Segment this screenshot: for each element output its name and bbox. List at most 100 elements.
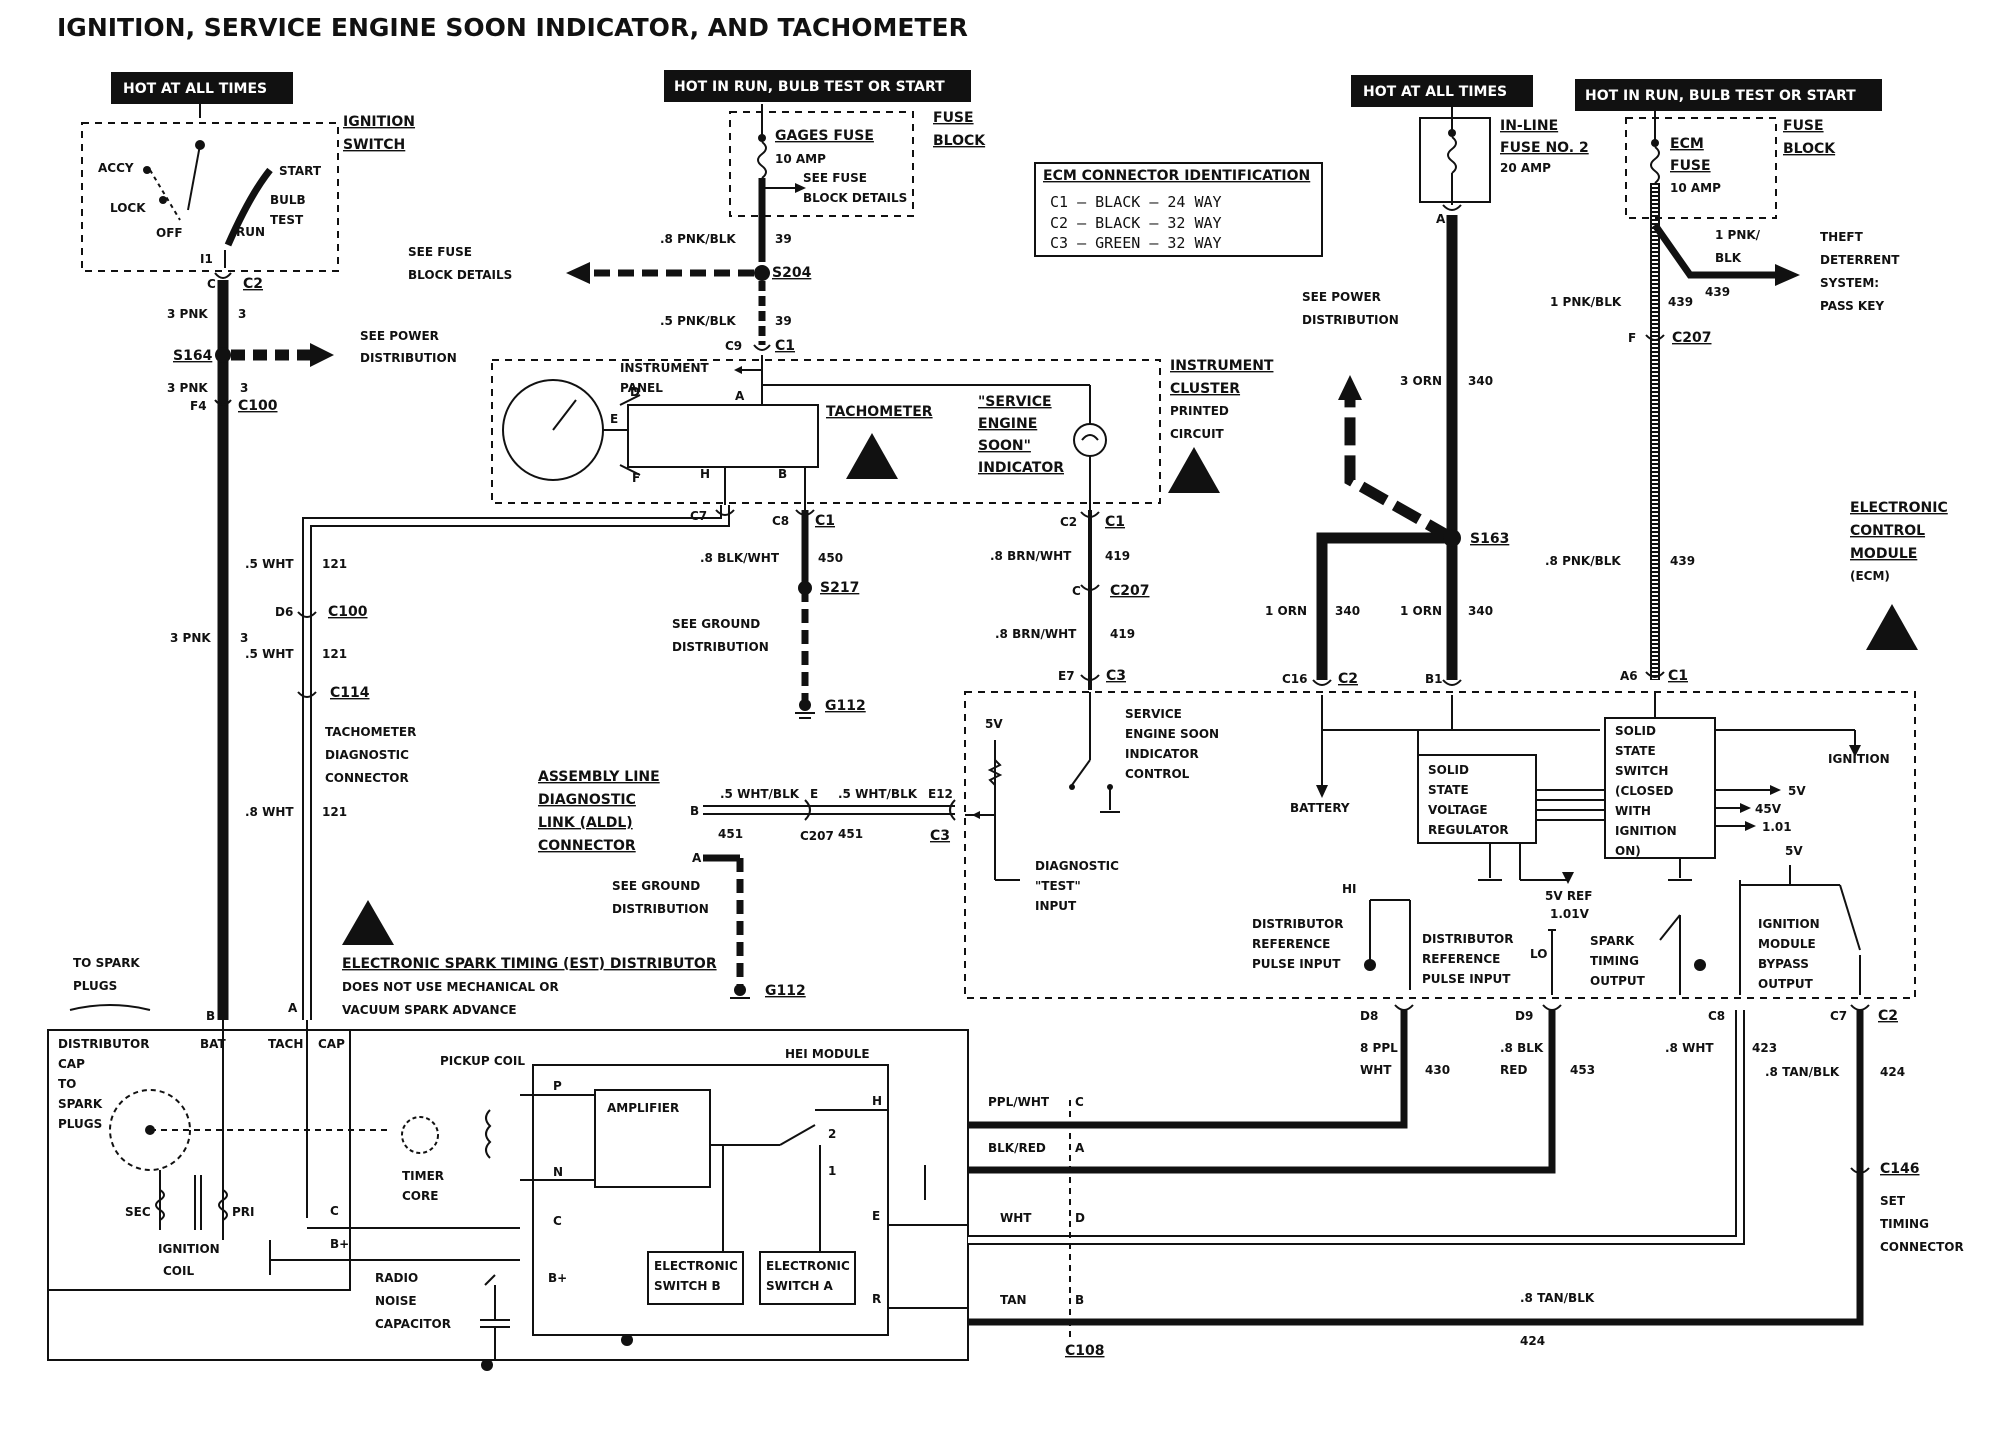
svg-text:LOCK: LOCK <box>110 201 146 215</box>
svg-text:.8 WHT: .8 WHT <box>245 805 294 819</box>
ignition-switch: ACCY LOCK OFF RUN START BULB TEST I1 IGN… <box>81 104 415 272</box>
svg-text:2: 2 <box>828 1127 836 1141</box>
svg-text:E: E <box>810 787 818 801</box>
svg-text:H: H <box>700 467 710 481</box>
svg-text:3: 3 <box>240 631 248 645</box>
banner-hot-all-times-left: HOT AT ALL TIMES <box>111 72 293 104</box>
svg-text:1 ORN: 1 ORN <box>1400 604 1442 618</box>
svg-text:INSTRUMENT: INSTRUMENT <box>620 361 710 375</box>
svg-text:TO SPARK: TO SPARK <box>73 956 140 970</box>
esd-warning-icon <box>846 433 898 479</box>
svg-text:WHT: WHT <box>1360 1063 1392 1077</box>
svg-text:1.01: 1.01 <box>1762 820 1792 834</box>
svg-text:1 ORN: 1 ORN <box>1265 604 1307 618</box>
svg-text:HOT IN RUN, BULB TEST OR START: HOT IN RUN, BULB TEST OR START <box>674 79 945 95</box>
wire-pnk-3: C C2 3 PNK 3 S164 SEE POWER DISTRIBUTION… <box>167 272 457 1020</box>
svg-text:SWITCH B: SWITCH B <box>654 1279 721 1293</box>
svg-text:C100: C100 <box>238 398 278 414</box>
svg-text:TACHOMETER: TACHOMETER <box>826 404 933 420</box>
svg-text:B+: B+ <box>330 1237 349 1251</box>
svg-text:5V: 5V <box>985 717 1003 731</box>
svg-text:SERVICE: SERVICE <box>1125 707 1182 721</box>
svg-text:RED: RED <box>1500 1063 1527 1077</box>
svg-text:TIMING: TIMING <box>1880 1217 1929 1231</box>
svg-text:FUSE: FUSE <box>1670 158 1711 174</box>
svg-text:LO: LO <box>1530 947 1547 961</box>
svg-text:IGNITION: IGNITION <box>1828 752 1890 766</box>
svg-text:ELECTRONIC: ELECTRONIC <box>654 1259 738 1273</box>
svg-text:3 ORN: 3 ORN <box>1400 374 1442 388</box>
svg-text:G112: G112 <box>765 983 806 999</box>
svg-text:PANEL: PANEL <box>620 381 663 395</box>
banner-hot-all-times-right: HOT AT ALL TIMES <box>1351 75 1533 107</box>
svg-text:C2: C2 <box>243 276 263 292</box>
svg-text:.8 TAN/BLK: .8 TAN/BLK <box>1520 1291 1595 1305</box>
svg-text:.5 WHT: .5 WHT <box>245 557 294 571</box>
svg-text:439: 439 <box>1705 285 1730 299</box>
instrument-cluster: INSTRUMENT PANEL A D E F H B TACHOMETER … <box>491 355 1274 510</box>
svg-text:BLOCK DETAILS: BLOCK DETAILS <box>408 268 512 282</box>
svg-text:BAT: BAT <box>200 1037 227 1051</box>
svg-text:E: E <box>610 412 618 426</box>
svg-text:F: F <box>1628 331 1636 345</box>
wire-blk-wht-450: C8 C1 .8 BLK/WHT 450 S217 SEE GROUND DIS… <box>672 509 866 719</box>
svg-text:(ECM): (ECM) <box>1850 569 1890 583</box>
svg-text:SPARK: SPARK <box>1590 934 1635 948</box>
svg-text:C: C <box>553 1214 562 1228</box>
svg-text:.5 WHT/BLK: .5 WHT/BLK <box>838 787 918 801</box>
svg-text:GAGES FUSE: GAGES FUSE <box>775 128 874 144</box>
svg-text:IGNITION: IGNITION <box>1758 917 1820 931</box>
svg-text:SET: SET <box>1880 1194 1906 1208</box>
ecm-connector-row: C3 – GREEN – 32 WAY <box>1050 234 1222 252</box>
svg-text:SEE FUSE: SEE FUSE <box>408 245 472 259</box>
svg-text:PICKUP COIL: PICKUP COIL <box>440 1054 525 1068</box>
svg-text:PPL/WHT: PPL/WHT <box>988 1095 1050 1109</box>
svg-text:C1: C1 <box>775 338 795 354</box>
svg-text:10 AMP: 10 AMP <box>1670 181 1721 195</box>
svg-text:PLUGS: PLUGS <box>58 1117 102 1131</box>
wire-wht-121: C7 .5 WHT 121 D6 C100 .5 WHT 121 C114 TA… <box>245 505 735 1020</box>
esd-warning-icon <box>1168 447 1220 493</box>
svg-text:C3: C3 <box>930 828 950 844</box>
svg-text:SEE POWER: SEE POWER <box>360 329 439 343</box>
svg-text:121: 121 <box>322 805 347 819</box>
svg-text:I1: I1 <box>200 252 213 266</box>
svg-text:C8: C8 <box>772 514 789 528</box>
svg-text:340: 340 <box>1468 374 1493 388</box>
svg-text:B: B <box>778 467 787 481</box>
banner-hot-run-left: HOT IN RUN, BULB TEST OR START <box>664 70 971 102</box>
svg-text:.8 PNK/BLK: .8 PNK/BLK <box>660 232 736 246</box>
svg-text:DISTRIBUTOR: DISTRIBUTOR <box>1422 932 1513 946</box>
svg-text:PRI: PRI <box>232 1205 255 1219</box>
svg-text:STATE: STATE <box>1615 744 1656 758</box>
svg-text:SWITCH A: SWITCH A <box>766 1279 834 1293</box>
svg-text:NOISE: NOISE <box>375 1294 417 1308</box>
svg-text:E7: E7 <box>1058 669 1075 683</box>
svg-text:C1: C1 <box>1668 668 1688 684</box>
svg-text:SWITCH: SWITCH <box>343 137 405 153</box>
svg-text:IGNITION: IGNITION <box>158 1242 220 1256</box>
svg-text:C: C <box>1072 584 1081 598</box>
wire-orn-340: S163 SEE POWER DISTRIBUTION 3 ORN 340 1 … <box>1265 290 1509 687</box>
svg-text:INDICATOR: INDICATOR <box>1125 747 1199 761</box>
svg-text:TIMER: TIMER <box>402 1169 444 1183</box>
svg-text:451: 451 <box>838 827 863 841</box>
svg-text:IN-LINE: IN-LINE <box>1500 118 1558 134</box>
ecm-connector-id-title: ECM CONNECTOR IDENTIFICATION <box>1043 168 1310 184</box>
svg-text:TACH: TACH <box>268 1037 303 1051</box>
svg-text:AMPLIFIER: AMPLIFIER <box>607 1101 679 1115</box>
svg-text:CLUSTER: CLUSTER <box>1170 381 1240 397</box>
banner-hot-run-right: HOT IN RUN, BULB TEST OR START <box>1575 79 1882 111</box>
svg-text:S217: S217 <box>820 580 859 596</box>
svg-text:SEE GROUND: SEE GROUND <box>672 617 760 631</box>
svg-text:ENGINE: ENGINE <box>978 416 1037 432</box>
svg-text:INPUT: INPUT <box>1035 899 1077 913</box>
svg-text:CAPACITOR: CAPACITOR <box>375 1317 451 1331</box>
svg-text:ASSEMBLY LINE: ASSEMBLY LINE <box>538 769 660 785</box>
svg-text:PULSE INPUT: PULSE INPUT <box>1422 972 1511 986</box>
svg-text:BLK/RED: BLK/RED <box>988 1141 1046 1155</box>
svg-text:THEFT: THEFT <box>1820 230 1864 244</box>
ecm-signal-wires: PPL/WHT C D8 8 PPL WHT 430 BLK/RED A D9 … <box>924 1004 1964 1359</box>
svg-text:.8 TAN/BLK: .8 TAN/BLK <box>1765 1065 1840 1079</box>
svg-text:F: F <box>632 471 640 485</box>
